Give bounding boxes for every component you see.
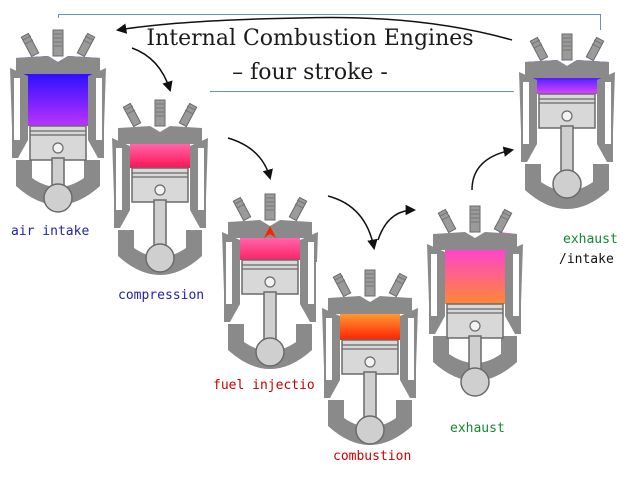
engine-fuel-injection-illustration (221, 193, 319, 370)
diagram-title: Internal Combustion Engines – four strok… (120, 22, 500, 90)
engine-intake-illustration (9, 29, 107, 213)
arrow-intake-to-compression (131, 47, 173, 93)
intake-gas (28, 76, 88, 126)
arrow-combustion-to-exhaust (377, 204, 417, 241)
stage-exhaust (418, 196, 532, 440)
exhaust-intake-gas (537, 78, 597, 94)
crank-icon (43, 183, 73, 213)
label-combustion: combustion (333, 449, 412, 464)
crank-icon (145, 243, 175, 273)
stage-fuel-injection (212, 178, 328, 396)
stage-combustion (316, 262, 420, 470)
label-fuel-injection: fuel injection (213, 378, 323, 393)
compressed-gas (130, 144, 190, 168)
title-line-1: Internal Combustion Engines (146, 26, 474, 51)
crank-icon (255, 337, 285, 367)
engine-compression-illustration (111, 99, 209, 276)
label-compression: compression (118, 288, 205, 303)
crank-icon (460, 367, 490, 397)
arrow-exhaust-to-exhaust-intake (471, 146, 515, 191)
crank-icon (552, 169, 582, 199)
title-line-2: – four stroke - (232, 60, 388, 85)
arrow-cycle-return (115, 16, 513, 41)
stage-compression (106, 90, 210, 304)
crank-icon (355, 415, 385, 445)
fuel-mixture (240, 238, 300, 260)
combustion-gas (340, 314, 400, 340)
arrow-compression-to-injection (227, 137, 273, 181)
label-air-intake: air intake (11, 224, 90, 239)
stage-air-intake (0, 18, 118, 226)
label-exhaust-intake-line-1: exhaust (563, 232, 618, 247)
spark-icon (264, 226, 276, 238)
arrow-injection-to-combustion (327, 195, 378, 251)
stage-exhaust-intake (514, 30, 620, 226)
label-exhaust-intake-line-2: /intake (559, 252, 614, 267)
label-exhaust: exhaust (450, 421, 505, 436)
engine-exhaust-intake-illustration (518, 33, 616, 210)
engine-combustion-illustration (321, 269, 419, 446)
exhaust-gas (445, 250, 505, 304)
engine-exhaust-illustration (426, 205, 524, 397)
